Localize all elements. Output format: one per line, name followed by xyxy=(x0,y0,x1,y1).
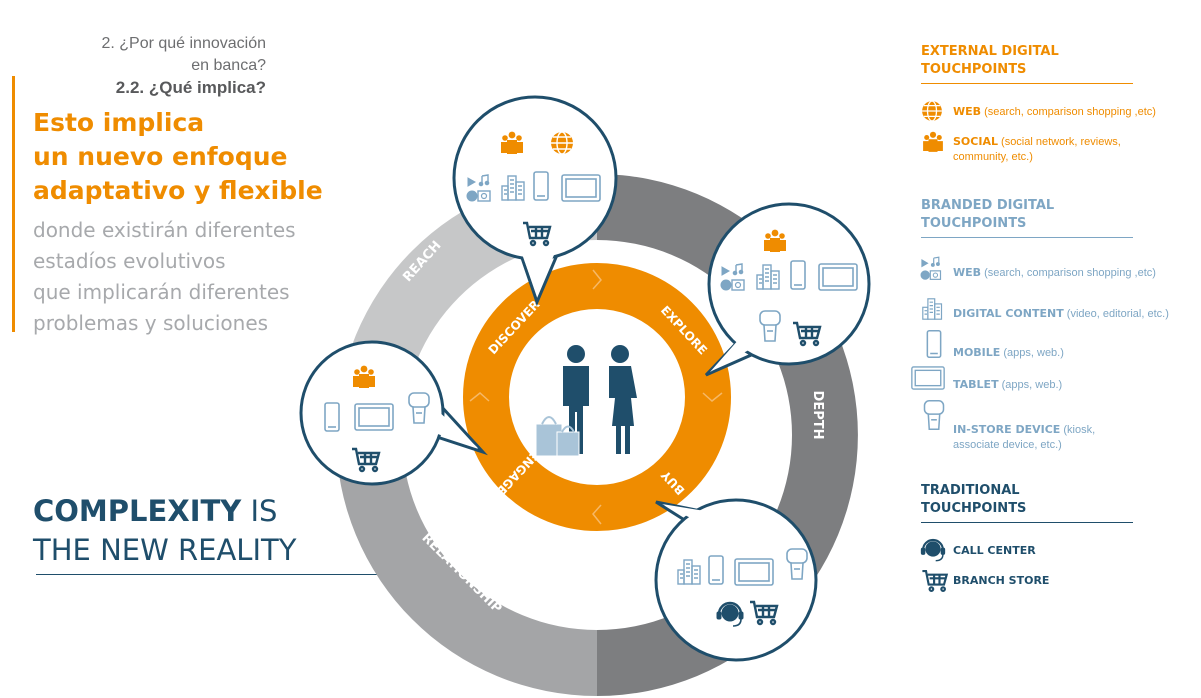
legend-title-line: TOUCHPOINTS xyxy=(921,501,1027,516)
legend-item-detail: (apps, web.) xyxy=(1000,347,1064,359)
subheadline-line: donde existirán diferentes xyxy=(33,218,296,242)
legend-item-branch-store: BRANCH STORE xyxy=(953,573,1049,589)
legend-item-detail: associate device, etc.) xyxy=(953,439,1062,451)
legend-external-title: EXTERNAL DIGITAL TOUCHPOINTS xyxy=(921,43,1059,79)
legend-traditional-title: TRADITIONAL TOUCHPOINTS xyxy=(921,482,1026,518)
subheadline-line: problemas y soluciones xyxy=(33,311,269,335)
legend-item-tablet: TABLET (apps, web.) xyxy=(953,377,1062,393)
media-icon xyxy=(920,256,942,280)
complexity-strong: COMPLEXITY xyxy=(33,494,242,528)
people-icon xyxy=(923,131,943,152)
breadcrumb: 2. ¿Por qué innovación en banca? xyxy=(70,33,266,77)
bubble-buy xyxy=(654,498,818,662)
legend-item-detail: (apps, web.) xyxy=(998,379,1063,391)
legend-item-mobile: MOBILE (apps, web.) xyxy=(953,345,1064,361)
legend-item-name: CALL CENTER xyxy=(953,544,1036,557)
headline-line: un nuevo enfoque xyxy=(33,142,288,171)
legend-traditional-divider xyxy=(921,522,1133,523)
kiosk-icon xyxy=(923,400,945,431)
headset-icon xyxy=(920,538,946,562)
outer-ring-relationship xyxy=(336,435,597,696)
complexity-rest: IS xyxy=(241,494,278,528)
building-icon xyxy=(922,298,943,320)
bubble-explore xyxy=(704,202,871,377)
accent-bar xyxy=(12,76,15,332)
subheadline-line: estadíos evolutivos xyxy=(33,249,226,273)
legend-item-detail: (video, editorial, etc.) xyxy=(1063,308,1169,320)
divider-line xyxy=(36,574,391,575)
breadcrumb-line2: en banca? xyxy=(191,57,266,74)
legend-item-detail: community, etc.) xyxy=(953,151,1033,163)
shopping-bags-icon xyxy=(535,416,580,457)
legend-item-name: WEB xyxy=(953,105,982,118)
legend-item-name: BRANCH STORE xyxy=(953,574,1050,587)
legend-item-detail: (search, comparison shopping ,etc) xyxy=(981,106,1156,118)
legend-item-name: SOCIAL xyxy=(953,135,998,148)
legend-item-name: MOBILE xyxy=(953,346,1001,359)
legend-item-web-external: WEB (search, comparison shopping ,etc) xyxy=(953,104,1156,120)
breadcrumb-line1: 2. ¿Por qué innovación xyxy=(101,35,266,52)
mobile-icon xyxy=(926,329,942,359)
legend-title-line: TOUCHPOINTS xyxy=(921,62,1027,77)
bubble-discover xyxy=(452,95,618,307)
subheadline-line: que implicarán diferentes xyxy=(33,280,290,304)
complexity-title: COMPLEXITY IS xyxy=(33,494,277,528)
legend-title-line: TOUCHPOINTS xyxy=(921,216,1027,231)
legend-branded-title: BRANDED DIGITAL TOUCHPOINTS xyxy=(921,197,1054,233)
legend-item-social: SOCIAL (social network, reviews, communi… xyxy=(953,134,1121,165)
outer-label-depth: DEPTH xyxy=(810,391,825,440)
legend-title-line: TRADITIONAL xyxy=(921,483,1020,498)
headline-line: Esto implica xyxy=(33,108,205,137)
legend-item-name: IN-STORE DEVICE xyxy=(953,423,1061,436)
breadcrumb-subsection: 2.2. ¿Qué implica? xyxy=(115,78,266,97)
inner-ring xyxy=(463,263,731,531)
legend-item-detail: (kiosk, xyxy=(1060,424,1096,436)
legend-item-name: WEB xyxy=(953,266,982,279)
tablet-icon xyxy=(911,366,945,390)
legend-item-call-center: CALL CENTER xyxy=(953,543,1036,559)
legend-external-divider xyxy=(921,83,1133,84)
legend-title-line: BRANDED DIGITAL xyxy=(921,198,1055,213)
headline: Esto implica un nuevo enfoque adaptativo… xyxy=(33,106,373,208)
cart-icon xyxy=(921,570,948,592)
bubble-engage xyxy=(299,340,488,486)
legend-item-detail: (social network, reviews, xyxy=(997,136,1121,148)
headline-line: adaptativo y flexible xyxy=(33,176,323,205)
complexity-subtitle: THE NEW REALITY xyxy=(33,533,297,567)
subheadline: donde existirán diferentes estadíos evol… xyxy=(33,215,353,339)
legend-item-name: TABLET xyxy=(953,378,999,391)
legend-item-detail: (search, comparison shopping ,etc) xyxy=(981,267,1156,279)
globe-icon xyxy=(921,100,943,122)
legend-branded-divider xyxy=(921,237,1133,238)
legend-item-name: DIGITAL CONTENT xyxy=(953,307,1064,320)
legend-item-web-branded: WEB (search, comparison shopping ,etc) xyxy=(953,265,1156,281)
legend-item-in-store-device: IN-STORE DEVICE (kiosk, associate device… xyxy=(953,422,1095,453)
legend-title-line: EXTERNAL DIGITAL xyxy=(921,44,1059,59)
globe-icon xyxy=(550,131,574,155)
legend-item-digital-content: DIGITAL CONTENT (video, editorial, etc.) xyxy=(953,306,1169,322)
